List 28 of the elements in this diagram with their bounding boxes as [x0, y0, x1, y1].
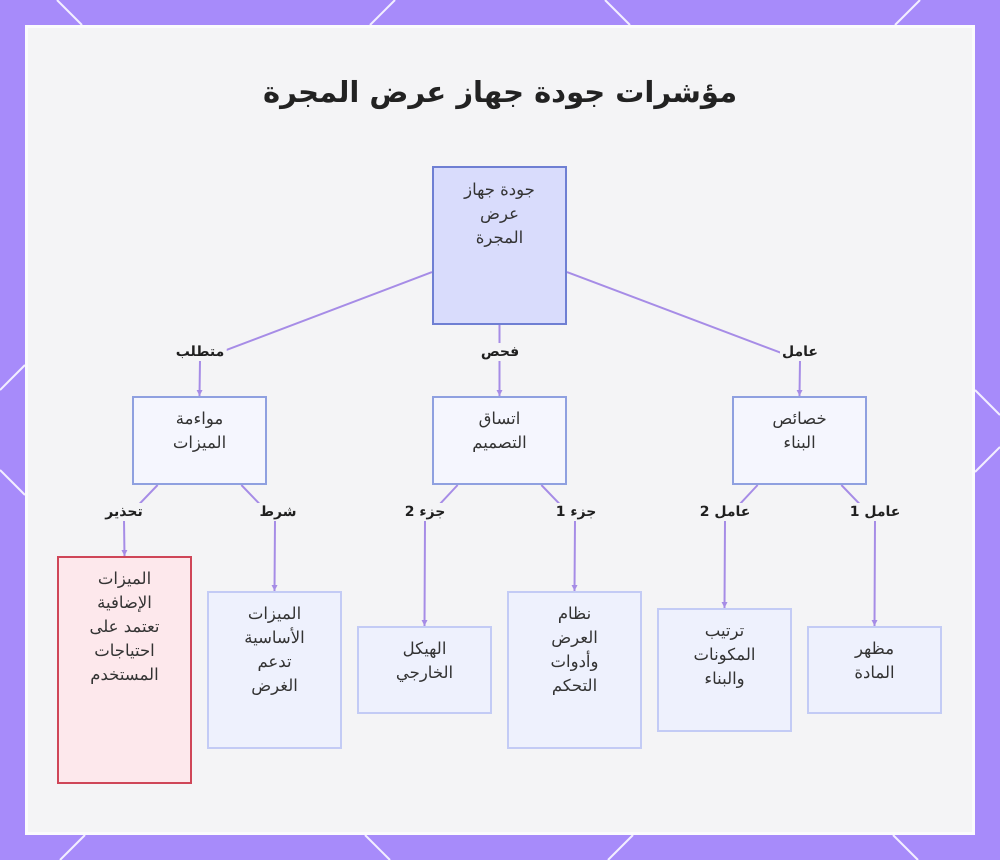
node-text: جودة جهاز عرض المجرة — [462, 179, 536, 249]
node-text: الميزات الإضافية تعتمد على احتياجات المستخدم — [88, 568, 161, 686]
node-text: اتساق التصميم — [471, 408, 528, 454]
process-box — [432, 396, 567, 485]
edge-label: عامل — [780, 343, 820, 361]
edge-label: تحذير — [103, 503, 145, 521]
process-box — [57, 556, 192, 784]
process-box — [132, 396, 267, 485]
edge-label: فحص — [478, 343, 522, 361]
node-text: ترتيب المكونات والبناء — [692, 620, 756, 690]
title: مؤشرات جودة جهاز عرض المجرة — [262, 74, 738, 112]
node-text: مواءمة الميزات — [172, 408, 228, 454]
edge-label: جزء 2 — [402, 503, 448, 521]
node-text: الميزات الأساسية تدعم الغرض — [243, 603, 306, 697]
process-box — [432, 166, 567, 325]
process-box — [732, 396, 867, 485]
process-box — [207, 591, 342, 749]
edge-label: متطلب — [174, 343, 226, 361]
node-text: خصائص البناء — [771, 408, 828, 454]
node-text: الهيكل الخارجي — [394, 638, 454, 684]
arrow — [566, 271, 803, 396]
node-text: مظهر المادة — [853, 638, 896, 684]
process-box — [657, 608, 792, 732]
process-box — [807, 626, 942, 714]
process-box — [357, 626, 492, 714]
process-box — [507, 591, 642, 749]
arrow — [196, 271, 432, 396]
node-text: نظام العرض وأدوات التحكم — [550, 603, 600, 697]
